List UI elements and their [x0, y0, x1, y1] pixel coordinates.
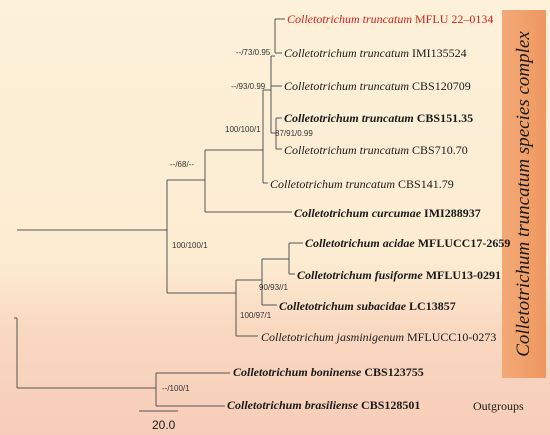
taxon-epithet: boninense: [310, 365, 362, 379]
tip-label: Colletotrichum truncatum MFLU 22–0134: [287, 12, 493, 26]
support-n6: 90/93//1: [259, 283, 288, 292]
tip-label: Colletotrichum fusiforme MFLU13-0291: [297, 268, 501, 282]
support-n7: 100/97/1: [240, 311, 272, 320]
support-n4: 100/100/1: [225, 125, 261, 134]
taxon-name: Colletotrichum: [284, 143, 357, 157]
strain-id: CBS123755: [364, 365, 424, 379]
tip-label: Colletotrichum jasminigenum MFLUCC10-027…: [261, 330, 496, 344]
taxon-name: Colletotrichum: [294, 206, 369, 220]
strain-id: MFLUCC10-0273: [407, 330, 497, 344]
taxon-epithet: truncatum: [361, 111, 414, 125]
taxon-epithet: truncatum: [359, 46, 410, 60]
support-n1: --/73/0.95: [236, 48, 271, 57]
strain-id: IMI288937: [424, 206, 481, 220]
taxon-epithet: curcumae: [371, 206, 422, 220]
taxon-name: Colletotrichum: [233, 365, 308, 379]
taxon-epithet: acidae: [382, 236, 415, 250]
support-n9: --/100/1: [162, 384, 190, 393]
strain-id: CBS120709: [412, 79, 471, 93]
strain-id: LC13857: [409, 299, 456, 313]
taxon-epithet: truncatum: [359, 143, 410, 157]
taxon-epithet: fusiforme: [374, 268, 423, 282]
strain-id: MFLU13-0291: [425, 268, 502, 282]
support-n8: 100/100/1: [172, 241, 208, 250]
taxon-name: Colletotrichum: [270, 177, 343, 191]
scale-bar-label: 20.0: [152, 418, 176, 432]
strain-id: MFLU 22–0134: [415, 12, 494, 26]
tip-label: Colletotrichum truncatum CBS151.35: [284, 111, 473, 125]
tip-label: Colletotrichum truncatum CBS710.70: [284, 143, 468, 157]
tip-label: Colletotrichum subacidae LC13857: [279, 299, 456, 313]
taxon-name: Colletotrichum: [305, 236, 380, 250]
strain-id: CBS141.79: [398, 177, 454, 191]
support-n5: --/68/--: [170, 160, 194, 169]
tip-label: Colletotrichum acidae MFLUCC17-2659: [305, 236, 510, 250]
taxon-name: Colletotrichum: [287, 12, 360, 26]
taxon-epithet: truncatum: [359, 79, 410, 93]
strain-id: CBS710.70: [412, 143, 468, 157]
taxon-name: Colletotrichum: [284, 79, 357, 93]
strain-id: IMI135524: [412, 46, 467, 60]
taxon-name: Colletotrichum: [261, 330, 334, 344]
taxon-epithet: brasiliense: [304, 398, 359, 412]
taxon-epithet: subacidae: [356, 299, 407, 313]
taxon-name: Colletotrichum: [279, 299, 354, 313]
taxon-epithet: truncatum: [362, 12, 413, 26]
strain-id: CBS128501: [361, 398, 421, 412]
taxon-epithet: truncatum: [345, 177, 396, 191]
tip-label: Colletotrichum curcumae IMI288937: [294, 206, 481, 220]
taxon-epithet: jasminigenum: [336, 330, 405, 344]
tip-label: Colletotrichum truncatum IMI135524: [284, 46, 467, 60]
taxon-name: Colletotrichum: [297, 268, 372, 282]
tip-label: Colletotrichum truncatum CBS141.79: [270, 177, 454, 191]
taxon-name: Colletotrichum: [227, 398, 302, 412]
taxon-name: Colletotrichum: [284, 111, 359, 125]
strain-id: CBS151.35: [416, 111, 474, 125]
species-complex-label: Colletotrichum truncatum species complex: [513, 31, 534, 357]
tip-label: Colletotrichum brasiliense CBS128501: [227, 398, 420, 412]
support-n3: 87/91/0.99: [275, 129, 313, 138]
tip-label: Colletotrichum boninense CBS123755: [233, 365, 424, 379]
support-n2: --/93/0.99: [231, 82, 266, 91]
outgroups-label: Outgroups: [473, 399, 524, 413]
strain-id: MFLUCC17-2659: [417, 236, 511, 250]
taxon-name: Colletotrichum: [284, 46, 357, 60]
species-complex-bar: [502, 10, 546, 378]
tip-label: Colletotrichum truncatum CBS120709: [284, 79, 471, 93]
